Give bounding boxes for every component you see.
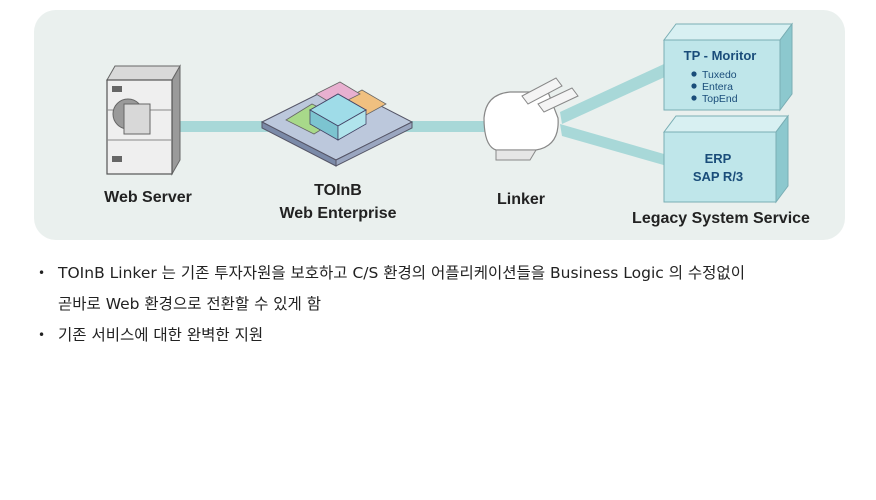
toinb-label-line1: TOInB <box>314 182 362 199</box>
feature-line: TOInB Linker 는 기존 투자자원을 보호하고 C/S 환경의 어플리… <box>58 264 745 282</box>
linker-plug-icon <box>483 77 579 161</box>
web-server-icon <box>106 64 181 176</box>
feature-item: • 기존 서비스에 대한 완벽한 지원 <box>38 320 858 351</box>
tp-item-tuxedo: Tuxedo <box>702 69 737 81</box>
feature-list: • TOInB Linker 는 기존 투자자원을 보호하고 C/S 환경의 어… <box>38 258 858 351</box>
linker-label: Linker <box>497 191 545 208</box>
erp-box: ERP SAP R/3 <box>663 114 789 204</box>
connector-linker-erp <box>560 124 667 166</box>
connectors <box>178 64 667 166</box>
web-server-label: Web Server <box>104 189 192 206</box>
tp-item-bullet <box>691 71 697 77</box>
tp-item-topend: TopEnd <box>702 93 738 105</box>
toinb-label-line2: Web Enterprise <box>279 205 396 222</box>
connector-server-toinb <box>178 121 268 132</box>
legacy-system-label: Legacy System Service <box>632 210 810 227</box>
connector-toinb-linker <box>405 121 490 132</box>
tp-item-bullet <box>691 95 697 101</box>
feature-line: 곧바로 Web 환경으로 전환할 수 있게 함 <box>58 295 321 313</box>
toinb-stack-icon <box>260 81 414 167</box>
tp-item-entera: Entera <box>702 81 733 93</box>
erp-box-line2: SAP R/3 <box>693 169 743 184</box>
connector-linker-tp <box>560 64 667 124</box>
feature-item: • TOInB Linker 는 기존 투자자원을 보호하고 C/S 환경의 어… <box>38 258 858 320</box>
erp-box-line1: ERP <box>705 151 732 166</box>
tp-item-bullet <box>691 83 697 89</box>
feature-line: 기존 서비스에 대한 완벽한 지원 <box>58 326 264 344</box>
tp-box-title: TP - Moritor <box>684 48 757 63</box>
architecture-diagram: TP - Moritor Tuxedo Entera TopEnd ERP SA… <box>34 10 845 240</box>
bullet-icon: • <box>38 328 46 342</box>
bullet-icon: • <box>38 266 46 280</box>
tp-monitor-box: TP - Moritor Tuxedo Entera TopEnd <box>663 22 793 112</box>
